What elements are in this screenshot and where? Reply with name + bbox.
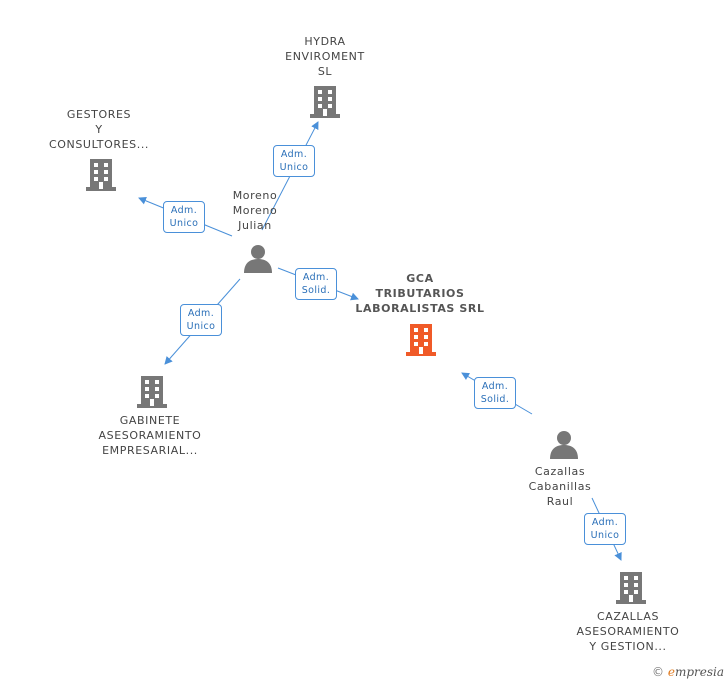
relation-type: Unico — [279, 162, 309, 173]
building-icon[interactable] — [310, 84, 340, 122]
relation-type: Unico — [186, 321, 216, 332]
node-label-cazallas-company[interactable]: CAZALLAS ASESORAMIENTO Y GESTION... — [572, 609, 684, 654]
node-label-line: LABORALISTAS SRL — [355, 302, 485, 315]
relation-role: Adm. — [187, 308, 215, 319]
node-label-line: Y GESTION... — [589, 640, 667, 653]
node-label-line: ASESORAMIENTO — [576, 625, 680, 638]
person-icon[interactable] — [243, 243, 273, 277]
footer-brand: © empresia — [652, 665, 724, 679]
node-label-line: EMPRESARIAL... — [102, 444, 198, 457]
relation-type: Unico — [169, 218, 199, 229]
node-label-line: CAZALLAS — [596, 610, 660, 623]
node-label-line: GESTORES — [66, 108, 132, 121]
node-label-cazallas-person[interactable]: Cazallas Cabanillas Raul — [520, 464, 600, 509]
node-label-line: HYDRA — [304, 35, 346, 48]
relation-box-moreno-gca[interactable]: Adm. Solid. — [295, 268, 337, 300]
building-icon-focus[interactable] — [406, 322, 436, 360]
relation-type: Unico — [590, 530, 620, 541]
relation-box-cazallas-gca[interactable]: Adm. Solid. — [474, 377, 516, 409]
node-label-line: TRIBUTARIOS — [375, 287, 465, 300]
relation-role: Adm. — [280, 149, 308, 160]
node-label-hydra[interactable]: HYDRA ENVIROMENT SL — [270, 34, 380, 79]
node-label-line: CONSULTORES... — [48, 138, 150, 151]
node-label-line: GCA — [406, 272, 434, 285]
node-label-moreno[interactable]: Moreno Moreno Julian — [215, 188, 295, 233]
node-label-gca[interactable]: GCA TRIBUTARIOS LABORALISTAS SRL — [350, 271, 490, 316]
building-icon[interactable] — [86, 157, 116, 195]
relation-box-moreno-gestores[interactable]: Adm. Unico — [163, 201, 205, 233]
node-label-gabinete[interactable]: GABINETE ASESORAMIENTO EMPRESARIAL... — [90, 413, 210, 458]
relation-role: Adm. — [481, 381, 509, 392]
relation-role: Adm. — [302, 272, 330, 283]
building-icon[interactable] — [137, 374, 167, 412]
node-label-line: ASESORAMIENTO — [98, 429, 202, 442]
relation-type: Solid. — [301, 285, 331, 296]
node-label-line: Julian — [238, 219, 272, 232]
relation-box-moreno-gabinete[interactable]: Adm. Unico — [180, 304, 222, 336]
copyright-symbol: © — [652, 665, 664, 679]
node-label-line: Cabanillas — [528, 480, 592, 493]
building-icon[interactable] — [616, 570, 646, 608]
node-label-gestores[interactable]: GESTORES Y CONSULTORES... — [44, 107, 154, 152]
relation-box-cazallas-company[interactable]: Adm. Unico — [584, 513, 626, 545]
relation-box-moreno-hydra[interactable]: Adm. Unico — [273, 145, 315, 177]
node-label-line: Cazallas — [534, 465, 586, 478]
node-label-line: Moreno — [232, 189, 278, 202]
relation-role: Adm. — [591, 517, 619, 528]
node-label-line: Raul — [546, 495, 574, 508]
node-label-line: Y — [95, 123, 103, 136]
node-label-line: ENVIROMENT — [285, 50, 365, 63]
node-label-line: SL — [317, 65, 333, 78]
relation-type: Solid. — [480, 394, 510, 405]
person-icon[interactable] — [549, 429, 579, 463]
node-label-line: GABINETE — [119, 414, 181, 427]
relation-role: Adm. — [170, 205, 198, 216]
brand-initial: e — [667, 665, 675, 679]
brand-name: mpresia — [674, 665, 724, 679]
node-label-line: Moreno — [232, 204, 278, 217]
brand-logo: empresia — [668, 665, 724, 679]
